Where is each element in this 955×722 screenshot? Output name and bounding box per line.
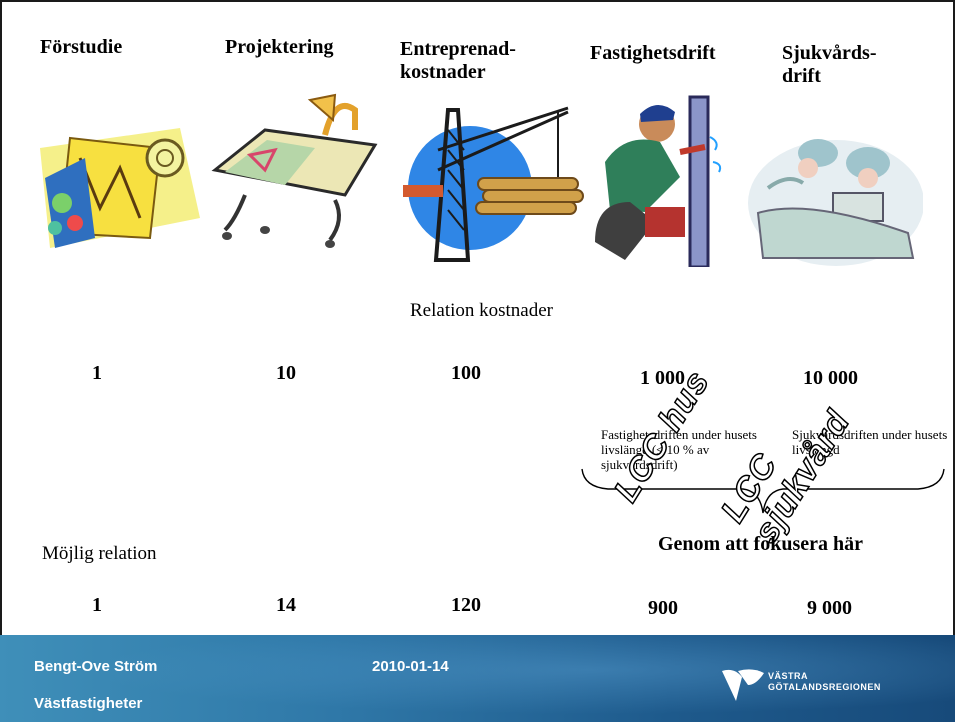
focus-here-text: Genom att fokusera här bbox=[658, 533, 863, 555]
note-sjukvardsdrift: Sjukvårdsdriften under husets livslängd bbox=[792, 427, 948, 457]
clipart-plumber bbox=[595, 95, 722, 267]
cost-relation-entreprenad: 100 bbox=[451, 362, 481, 384]
clipart-surgery bbox=[748, 139, 923, 266]
cost-relation-sjukvardsdrift: 10 000 bbox=[803, 367, 858, 389]
clipart-plan-scroll bbox=[40, 128, 200, 248]
cost-relation-projektering: 10 bbox=[276, 362, 296, 384]
footer-date: 2010-01-14 bbox=[372, 658, 449, 675]
phase-heading-forstudie: Förstudie bbox=[40, 36, 123, 58]
possible-relation-entreprenad: 120 bbox=[451, 594, 481, 616]
possible-relation-projektering: 14 bbox=[276, 594, 296, 616]
slide-border-top bbox=[0, 0, 955, 2]
possible-relation-forstudie: 1 bbox=[92, 594, 102, 616]
logo-text-line-1: VÄSTRA bbox=[768, 671, 809, 681]
phase-heading-projektering: Projektering bbox=[225, 36, 334, 58]
footer-author: Bengt-Ove Ström bbox=[34, 658, 158, 675]
footer-org: Västfastigheter bbox=[34, 695, 143, 712]
note-fastighetsdrift: Fastighetsdriften under husets livslängd… bbox=[601, 427, 757, 472]
phase-heading-entreprenad: Entreprenad- kostnader bbox=[400, 38, 516, 83]
logo-mark-icon bbox=[722, 669, 764, 701]
clipart-crane bbox=[403, 106, 584, 262]
logo-text-line-2: GÖTALANDSREGIONEN bbox=[768, 682, 881, 692]
slide-border-left bbox=[0, 0, 2, 635]
slide-border-right bbox=[953, 0, 955, 635]
cost-relation-forstudie: 1 bbox=[92, 362, 102, 384]
cost-relation-fastighetsdrift: 1 000 bbox=[640, 367, 685, 389]
phase-heading-fastighetsdrift: Fastighetsdrift bbox=[590, 42, 716, 64]
curly-brace bbox=[581, 468, 945, 514]
footer-bar: Bengt-Ove Ström Västfastigheter 2010-01-… bbox=[0, 635, 955, 722]
phase-heading-sjukvardsdrift: Sjukvårds- drift bbox=[782, 42, 877, 87]
possible-relation-fastighetsdrift: 900 bbox=[648, 597, 678, 619]
relation-costs-title: Relation kostnader bbox=[410, 300, 553, 321]
possible-relation-title: Möjlig relation bbox=[42, 543, 157, 564]
possible-relation-sjukvardsdrift: 9 000 bbox=[807, 597, 852, 619]
clipart-drafting-table bbox=[211, 93, 378, 248]
